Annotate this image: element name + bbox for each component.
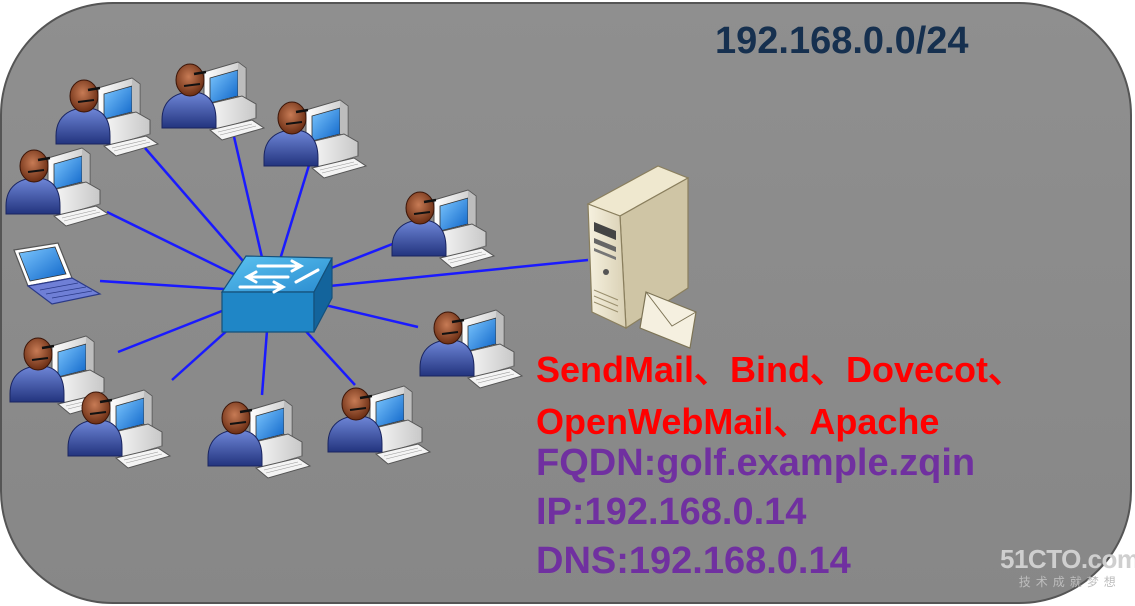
network-switch-icon: [220, 255, 333, 333]
server-services-label: SendMail、Bind、Dovecot、: [536, 349, 1025, 390]
envelope-icon: [639, 291, 697, 349]
server-ip-label: IP:192.168.0.14: [536, 491, 807, 533]
server-fqdn-label: FQDN:golf.example.zqin: [536, 442, 976, 484]
server-services-label-continued: OpenWebMail、Apache: [536, 401, 940, 442]
mail-server-icon: [586, 165, 690, 330]
network-address-label: 192.168.0.0/24: [715, 20, 969, 62]
laptop-icon: [13, 242, 102, 305]
server-dns-label: DNS:192.168.0.14: [536, 540, 851, 582]
watermark-logo: 51CTO.com: [1000, 544, 1135, 574]
watermark-tagline: 技术成就梦想: [1018, 575, 1121, 589]
watermark: 51CTO.com 技术成就梦想: [1000, 544, 1135, 590]
